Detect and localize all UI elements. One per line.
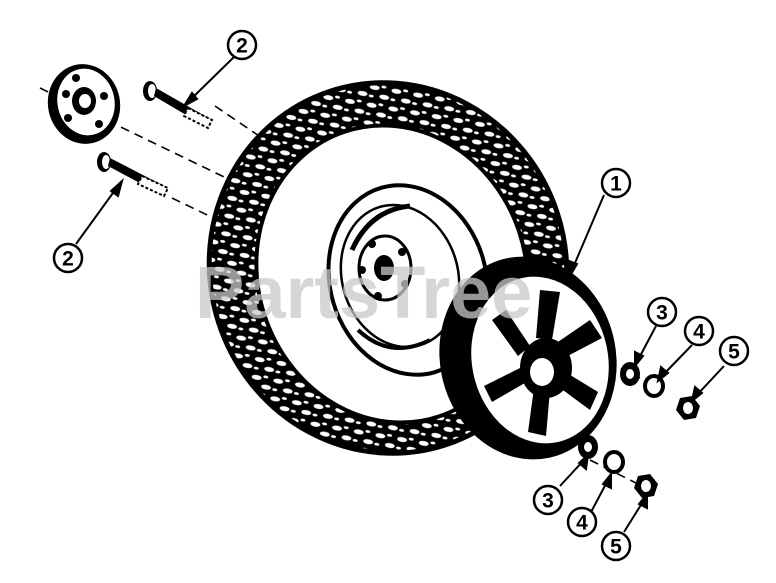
callout-3-lower: 3: [532, 484, 564, 516]
callout-1: 1: [600, 167, 632, 199]
callout-5-upper: 5: [718, 335, 750, 367]
wheel-hub-flange-icon: [47, 64, 121, 144]
hex-nut-icon: [634, 474, 658, 498]
callout-5-lower: 5: [600, 530, 632, 562]
callout-2-top: 2: [226, 29, 258, 61]
svg-text:1: 1: [610, 173, 622, 196]
callout-4-lower: 4: [566, 506, 598, 538]
hex-nut-icon: [676, 396, 700, 420]
svg-text:5: 5: [728, 341, 740, 364]
callout-4-upper: 4: [683, 315, 715, 347]
lock-washer-icon: [603, 450, 625, 474]
svg-text:3: 3: [542, 490, 554, 513]
callout-2-left: 2: [52, 242, 84, 274]
hubcap-icon: [439, 256, 617, 460]
callout-leaders: [75, 56, 725, 533]
svg-text:2: 2: [236, 35, 248, 58]
watermark-text: PartsTree: [195, 251, 532, 334]
bolt-icon: [143, 81, 214, 130]
bolt-icon: [97, 152, 170, 198]
washer-icon: [620, 362, 640, 386]
svg-text:5: 5: [610, 536, 622, 559]
svg-text:3: 3: [656, 302, 668, 325]
callout-3-upper: 3: [646, 296, 678, 328]
svg-text:4: 4: [693, 321, 705, 344]
svg-text:4: 4: [576, 512, 588, 535]
svg-text:2: 2: [62, 248, 74, 271]
washer-icon: [578, 435, 598, 459]
